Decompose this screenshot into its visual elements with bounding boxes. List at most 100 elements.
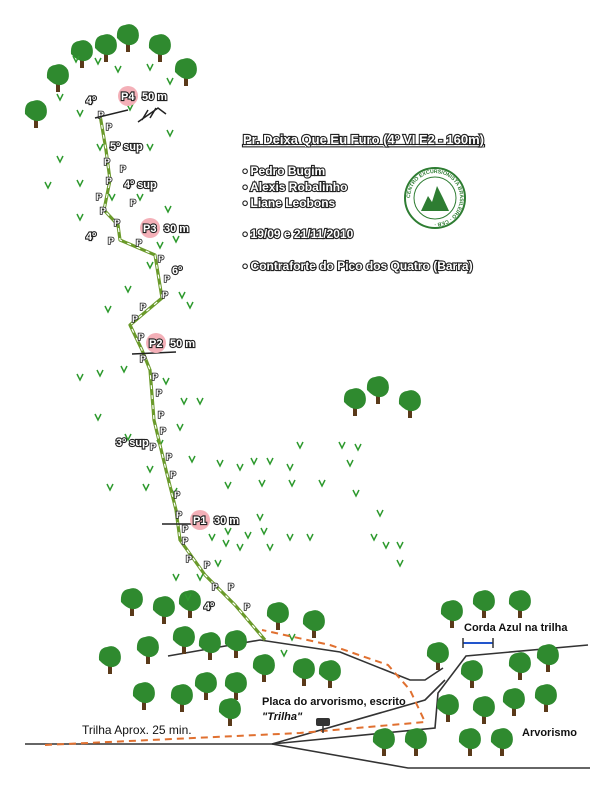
tree xyxy=(426,642,449,670)
grass-tuft xyxy=(286,533,294,542)
tree xyxy=(24,100,47,128)
belay-label: P4 xyxy=(121,91,135,103)
grass-tuft xyxy=(166,77,174,86)
bolt-marker: P xyxy=(150,442,156,452)
tree xyxy=(440,600,463,628)
pitch-length: 30 m xyxy=(164,223,189,235)
grass-tuft xyxy=(266,543,274,552)
tree xyxy=(170,684,193,712)
grade-label: 3º sup xyxy=(116,437,149,449)
grass-tuft xyxy=(266,457,274,466)
tree xyxy=(178,590,201,618)
bolt-marker: P xyxy=(176,510,182,520)
approach-annotations: Trilha Aprox. 25 min. Placa do arvorismo… xyxy=(82,622,577,739)
grass-tuft xyxy=(306,533,314,542)
grass-tuft xyxy=(214,559,222,568)
tree xyxy=(458,728,481,756)
grass-tuft xyxy=(94,57,102,66)
tree xyxy=(366,376,389,404)
bolt-marker: P xyxy=(228,582,234,592)
grass-tuft xyxy=(196,397,204,406)
ground-line xyxy=(25,644,589,745)
belay-circle xyxy=(146,333,166,353)
bolt-marker: P xyxy=(162,290,168,300)
bolt-marker: P xyxy=(104,157,110,167)
grass-tuft xyxy=(180,397,188,406)
bolt-marker: P xyxy=(108,236,114,246)
tree xyxy=(70,40,93,68)
grass-tuft xyxy=(318,479,326,488)
bolt-marker: P xyxy=(132,314,138,324)
grass-tuft xyxy=(162,377,170,386)
tree xyxy=(98,646,121,674)
tree xyxy=(136,636,159,664)
tree xyxy=(460,660,483,688)
grass-tuft xyxy=(114,65,122,74)
grass-tuft xyxy=(196,573,204,582)
blue-rope xyxy=(462,638,494,648)
tree xyxy=(218,698,241,726)
tree xyxy=(508,590,531,618)
grade-label: 4º xyxy=(86,231,96,243)
grass-tuft xyxy=(172,573,180,582)
grass-tuft xyxy=(106,483,114,492)
bolt-marker: P xyxy=(120,164,126,174)
grade-label: 4º sup xyxy=(124,179,157,191)
grass-tuft xyxy=(376,509,384,518)
belay-label: P3 xyxy=(143,223,156,235)
grass-tuft xyxy=(146,261,154,270)
grade-label: 4º xyxy=(86,95,96,107)
bolt-marker: P xyxy=(182,536,188,546)
tree xyxy=(318,660,341,688)
tree xyxy=(252,654,275,682)
tree xyxy=(120,588,143,616)
climber-3: • Liane Leobons xyxy=(243,196,336,210)
climber-2: • Alexis Robalinho xyxy=(243,180,347,194)
grass-tuft xyxy=(296,441,304,450)
grass-tuft xyxy=(76,213,84,222)
belay-p4: P4 50 m xyxy=(94,86,168,123)
grass-tuft xyxy=(288,479,296,488)
grass-tuft xyxy=(178,291,186,300)
grass-tuft xyxy=(244,531,252,540)
sign-quote: "Trilha" xyxy=(262,711,303,723)
belay-ledge xyxy=(131,351,177,355)
pitch-length: 50 m xyxy=(142,91,167,103)
grass-tuft xyxy=(76,373,84,382)
grade-label: 4º xyxy=(204,601,214,613)
route-line xyxy=(98,114,267,642)
bolt-marker: P xyxy=(140,354,146,364)
grass-tuft xyxy=(56,93,64,102)
bolt-marker: P xyxy=(156,388,162,398)
belay-label: P2 xyxy=(149,338,162,350)
grass-tuft xyxy=(94,413,102,422)
tree xyxy=(404,728,427,756)
grass-tuft xyxy=(108,193,116,202)
tree xyxy=(502,688,525,716)
bolt-marker: P xyxy=(138,332,144,342)
grass-tuft xyxy=(124,285,132,294)
bolt-marker: P xyxy=(100,206,106,216)
bolt-marker: P xyxy=(140,302,146,312)
bolt-marker: P xyxy=(136,238,142,248)
grass-tuft xyxy=(396,559,404,568)
route-dates: • 19/09 e 21/11/2010 xyxy=(243,227,354,241)
grass-tuft xyxy=(186,301,194,310)
bolt-marker: P xyxy=(106,176,112,186)
grass-tuft xyxy=(346,459,354,468)
tree xyxy=(194,672,217,700)
grass-tuft xyxy=(216,459,224,468)
grass-tuft xyxy=(250,457,258,466)
bolt-marker: P xyxy=(186,554,192,564)
grass-tuft xyxy=(146,143,154,152)
tree xyxy=(94,34,117,62)
tree xyxy=(198,632,221,660)
tree xyxy=(292,658,315,686)
grass-tuft xyxy=(338,441,346,450)
bolt-marker: P xyxy=(212,582,218,592)
grass-tuft xyxy=(72,55,80,64)
bolt-marker: P xyxy=(170,470,176,480)
